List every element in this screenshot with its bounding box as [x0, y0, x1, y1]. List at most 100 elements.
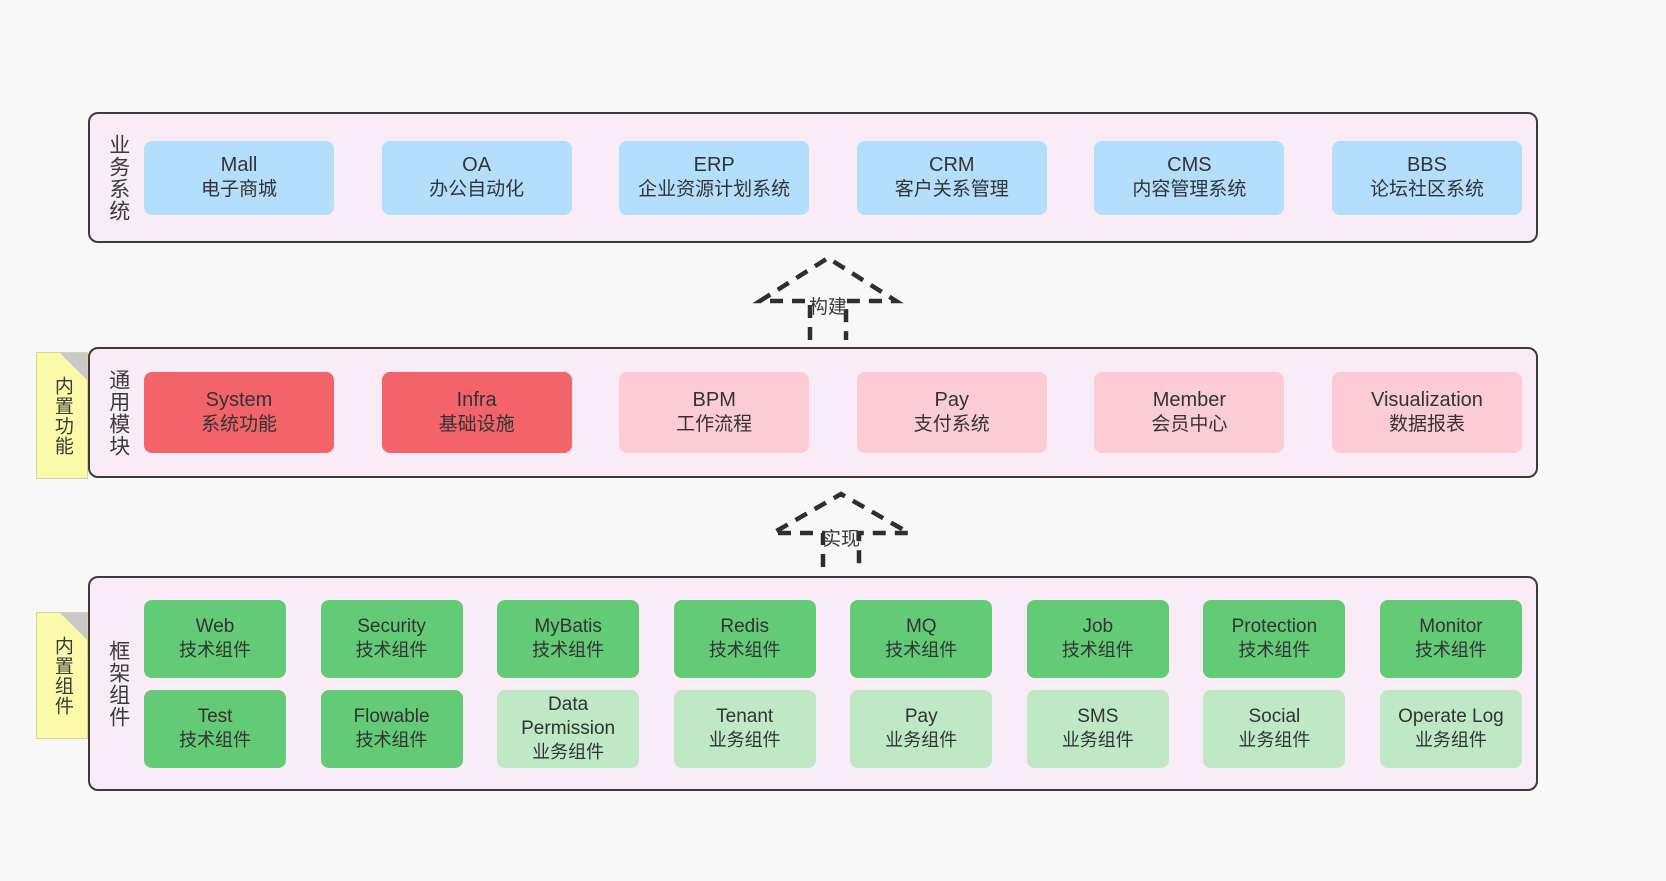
- framework-card-mybatis[interactable]: MyBatis 技术组件: [497, 599, 640, 678]
- framework-card-operate-log[interactable]: Operate Log 业务组件: [1379, 689, 1522, 768]
- card-en-label: CRM: [929, 153, 975, 176]
- arrow-build-label: 构建: [808, 297, 847, 318]
- module-card-pay[interactable]: Pay 支付系统: [856, 372, 1047, 453]
- framework-card-flowable[interactable]: Flowable 技术组件: [320, 689, 463, 768]
- card-en-label: Infra: [456, 388, 497, 411]
- card-en-label: Visualization: [1371, 388, 1483, 411]
- framework-card-sms[interactable]: SMS 业务组件: [1026, 689, 1169, 768]
- framework-card-protection[interactable]: Protection 技术组件: [1203, 599, 1346, 678]
- card-en-label: Protection: [1231, 615, 1318, 637]
- card-en-label: Pay: [904, 705, 938, 727]
- card-cn-label: 电子商城: [200, 179, 277, 201]
- layer-common-modules: 通用模块 System 系统功能 Infra 基础设施 BPM 工作流程 Pay…: [88, 347, 1538, 478]
- card-en-label: Data Permission: [521, 693, 616, 739]
- arrow-build: 构建: [752, 255, 904, 341]
- business-card-cms[interactable]: CMS 内容管理系统: [1094, 140, 1285, 215]
- card-cn-label: 业务组件: [1414, 730, 1487, 751]
- card-en-label: Member: [1152, 388, 1227, 411]
- card-cn-label: 技术组件: [885, 640, 958, 661]
- card-en-label: Redis: [720, 615, 769, 637]
- card-en-label: Job: [1082, 615, 1114, 637]
- card-cn-label: 客户关系管理: [894, 179, 1009, 201]
- framework-card-data-permission[interactable]: Data Permission 业务组件: [497, 689, 640, 768]
- card-cn-label: 支付系统: [913, 414, 990, 436]
- card-en-label: Security: [357, 615, 426, 637]
- framework-card-pay[interactable]: Pay 业务组件: [850, 689, 993, 768]
- card-cn-label: 技术组件: [355, 640, 428, 661]
- module-card-system[interactable]: System 系统功能: [144, 372, 334, 453]
- card-en-label: Mall: [220, 153, 258, 176]
- card-cn-label: 业务组件: [885, 730, 958, 751]
- card-en-label: MQ: [905, 615, 937, 637]
- card-en-label: CMS: [1167, 153, 1212, 176]
- card-cn-label: 技术组件: [1061, 640, 1134, 661]
- business-card-mall[interactable]: Mall 电子商城: [144, 140, 334, 215]
- framework-card-test[interactable]: Test 技术组件: [144, 689, 286, 768]
- card-en-label: Flowable: [353, 705, 430, 727]
- framework-card-monitor[interactable]: Monitor 技术组件: [1379, 599, 1522, 678]
- layer-business-body: Mall 电子商城 OA 办公自动化 ERP 企业资源计划系统 CRM 客户关系…: [138, 114, 1536, 241]
- framework-card-social[interactable]: Social 业务组件: [1203, 689, 1346, 768]
- card-cn-label: 系统功能: [200, 414, 277, 436]
- layer-module-title: 通用模块: [106, 368, 130, 457]
- module-card-member[interactable]: Member 会员中心: [1094, 372, 1285, 453]
- card-en-label: BBS: [1406, 153, 1447, 176]
- sticky-note-builtin-features: 内置功能: [36, 352, 88, 479]
- card-cn-label: 论坛社区系统: [1369, 179, 1484, 201]
- card-cn-label: 业务组件: [1238, 730, 1311, 751]
- card-cn-label: 办公自动化: [429, 179, 525, 201]
- card-en-label: Pay: [934, 388, 970, 411]
- module-card-row: System 系统功能 Infra 基础设施 BPM 工作流程 Pay 支付系统…: [144, 372, 1522, 453]
- card-en-label: Operate Log: [1398, 705, 1504, 727]
- card-en-label: SMS: [1077, 705, 1119, 727]
- card-cn-label: 基础设施: [438, 414, 515, 436]
- framework-tech-row: Web 技术组件 Security 技术组件 MyBatis 技术组件 Redi…: [144, 599, 1522, 678]
- card-en-label: Social: [1248, 705, 1301, 727]
- business-card-oa[interactable]: OA 办公自动化: [381, 140, 572, 215]
- card-en-label: Monitor: [1419, 615, 1483, 637]
- card-cn-label: 工作流程: [676, 414, 753, 436]
- card-en-label: Test: [197, 705, 233, 727]
- framework-card-redis[interactable]: Redis 技术组件: [673, 599, 816, 678]
- card-cn-label: 技术组件: [1414, 640, 1487, 661]
- layer-framework-title: 框架组件: [106, 639, 130, 728]
- card-en-label: ERP: [693, 153, 735, 176]
- layer-business-title: 业务系统: [106, 133, 130, 222]
- card-en-label: BPM: [692, 388, 736, 411]
- card-cn-label: 技术组件: [355, 730, 428, 751]
- business-card-crm[interactable]: CRM 客户关系管理: [856, 140, 1047, 215]
- sticky-note-builtin-components: 内置组件: [36, 612, 88, 739]
- card-en-label: OA: [462, 153, 492, 176]
- framework-card-web[interactable]: Web 技术组件: [144, 599, 286, 678]
- framework-card-security[interactable]: Security 技术组件: [320, 599, 463, 678]
- card-cn-label: 内容管理系统: [1132, 179, 1247, 201]
- layer-framework-components: 框架组件 Web 技术组件 Security 技术组件 MyBatis 技术组件…: [88, 576, 1538, 791]
- card-cn-label: 业务组件: [532, 742, 605, 763]
- framework-card-job[interactable]: Job 技术组件: [1026, 599, 1169, 678]
- framework-biz-row: Test 技术组件 Flowable 技术组件 Data Permission …: [144, 689, 1522, 768]
- module-card-visualization[interactable]: Visualization 数据报表: [1331, 372, 1522, 453]
- card-en-label: Web: [195, 615, 235, 637]
- business-card-row: Mall 电子商城 OA 办公自动化 ERP 企业资源计划系统 CRM 客户关系…: [144, 140, 1522, 215]
- framework-card-tenant[interactable]: Tenant 业务组件: [673, 689, 816, 768]
- card-cn-label: 技术组件: [708, 640, 781, 661]
- arrow-implement-label: 实现: [821, 529, 860, 550]
- card-cn-label: 业务组件: [708, 730, 781, 751]
- layer-framework-body: Web 技术组件 Security 技术组件 MyBatis 技术组件 Redi…: [138, 578, 1536, 789]
- card-cn-label: 技术组件: [179, 730, 251, 751]
- module-card-infra[interactable]: Infra 基础设施: [381, 372, 572, 453]
- card-en-label: Tenant: [716, 705, 774, 727]
- card-cn-label: 会员中心: [1151, 414, 1228, 436]
- layer-module-body: System 系统功能 Infra 基础设施 BPM 工作流程 Pay 支付系统…: [138, 349, 1536, 476]
- card-cn-label: 技术组件: [532, 640, 605, 661]
- card-cn-label: 技术组件: [179, 640, 251, 661]
- card-cn-label: 数据报表: [1388, 414, 1465, 436]
- module-card-bpm[interactable]: BPM 工作流程: [619, 372, 810, 453]
- card-cn-label: 业务组件: [1061, 730, 1134, 751]
- business-card-bbs[interactable]: BBS 论坛社区系统: [1331, 140, 1522, 215]
- card-cn-label: 企业资源计划系统: [638, 179, 791, 201]
- layer-business-systems: 业务系统 Mall 电子商城 OA 办公自动化 ERP 企业资源计划系统 CRM…: [88, 112, 1538, 243]
- business-card-erp[interactable]: ERP 企业资源计划系统: [619, 140, 810, 215]
- card-en-label: System: [205, 388, 273, 411]
- framework-card-mq[interactable]: MQ 技术组件: [850, 599, 993, 678]
